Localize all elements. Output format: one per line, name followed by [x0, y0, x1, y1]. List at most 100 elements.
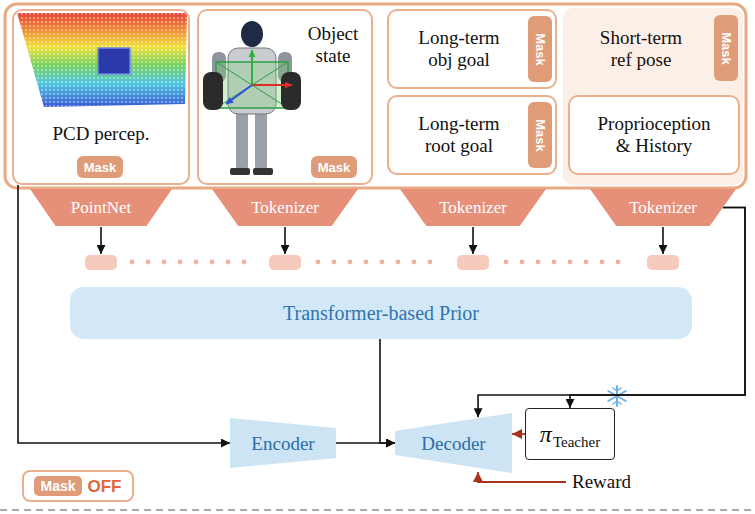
token-dots [130, 260, 621, 265]
pcd-box: PCD percep. Mask [12, 9, 190, 185]
robot-head [241, 21, 263, 47]
supervision-arrow [512, 433, 525, 435]
token-arrow [284, 227, 286, 254]
token [457, 255, 489, 270]
text-group: Tokenizer [629, 199, 697, 216]
token [85, 255, 117, 270]
text-group: Encoder [251, 434, 314, 453]
token-arrows [101, 227, 663, 254]
node-text: Mask [318, 161, 351, 174]
text-group: PCD percep. [52, 123, 149, 145]
node-text: Short-term ref pose [589, 27, 693, 72]
text-group: πTeacher [540, 422, 600, 446]
goal-box: Long-term root goal Mask [387, 95, 557, 175]
tokenizer-trapezoid: Tokenizer [400, 189, 546, 226]
node-text: Tokenizer [629, 199, 697, 216]
decoder-trapezoid: Decoder [395, 413, 512, 473]
reward-arrow [478, 472, 566, 482]
point-cloud-dots [17, 13, 187, 107]
token [269, 255, 301, 270]
point-cloud-surface [17, 13, 187, 107]
text-group: PointNet [71, 199, 131, 216]
node-text: π [540, 422, 552, 446]
robot-leg [236, 110, 248, 170]
text-group: MaskOFF [34, 476, 121, 496]
node-text: Decoder [421, 434, 485, 453]
ref-pose-band: Short-term ref pose Mask [566, 9, 742, 89]
point-cloud-object [98, 48, 130, 74]
node-text: Encoder [251, 434, 314, 453]
trapezoid-fill [230, 418, 336, 468]
teacher-policy-box: πTeacher [525, 408, 615, 460]
axis-x [252, 84, 292, 86]
mask-off-badge: MaskOFF [22, 470, 134, 502]
text-group: Tokenizer [439, 199, 507, 216]
node-text: Mask [534, 33, 547, 66]
mask-badge: Mask [528, 16, 552, 82]
data-flow-arrow [380, 339, 395, 443]
token-arrow [662, 227, 664, 254]
text-group: Long-term obj goal [407, 27, 511, 72]
node-text: PCD percep. [52, 123, 149, 145]
text-group: Transformer-based Prior [283, 303, 479, 323]
node-text: Tokenizer [251, 199, 319, 216]
axis-y [251, 50, 253, 85]
node-text: Long-term root goal [407, 113, 511, 158]
robot-illustration [203, 21, 301, 175]
node-text: Transformer-based Prior [283, 303, 479, 323]
text-group: Decoder [421, 434, 485, 453]
trapezoid-fill [212, 189, 358, 226]
transformer-prior-box: Transformer-based Prior [70, 287, 692, 339]
robot-foot [230, 168, 250, 175]
token-arrow [472, 227, 474, 254]
node-text: PointNet [71, 199, 131, 216]
reward-label: Reward [572, 471, 631, 493]
node-text: Proprioception & History [589, 113, 719, 158]
token-arrow [100, 227, 102, 254]
encoder-trapezoid: Encoder [230, 418, 336, 468]
text-group: Short-term ref pose [589, 27, 693, 72]
text-group: Mask [524, 129, 557, 142]
axis-z [226, 85, 252, 104]
mask-badge: Mask [77, 156, 123, 178]
section-divider [0, 509, 755, 511]
node-text: Object state [297, 23, 369, 68]
text-group: Object state [297, 23, 369, 68]
right-column-ground [563, 8, 743, 185]
snowflake-icon [608, 386, 625, 406]
text-group: Mask [710, 42, 743, 55]
node-text: OFF [88, 478, 122, 495]
node-text: Long-term obj goal [407, 27, 511, 72]
text-group: Mask [84, 161, 117, 174]
tokenizer-trapezoid: Tokenizer [590, 189, 736, 226]
mask-badge: Mask [311, 156, 357, 178]
trapezoid-fill [590, 189, 736, 226]
tokenizer-trapezoid: Tokenizer [212, 189, 358, 226]
point-cloud [17, 13, 187, 107]
pointnet-trapezoid: PointNet [30, 189, 172, 226]
tokens [85, 255, 679, 270]
trapezoid-fill [30, 189, 172, 226]
robot-hand [203, 72, 223, 110]
text-group: Proprioception & History [589, 113, 719, 158]
goal-box: Long-term obj goal Mask [387, 9, 557, 89]
token [647, 255, 679, 270]
text-group: Long-term root goal [407, 113, 511, 158]
robot-hand [281, 72, 301, 110]
robot-leg [255, 110, 267, 170]
trapezoid-fill [400, 189, 546, 226]
node-text: Mask [720, 32, 733, 65]
mask-badge: Mask [528, 102, 552, 168]
proprioception-box: Proprioception & History [568, 95, 740, 175]
node-text: Tokenizer [439, 199, 507, 216]
robot-foot [253, 168, 273, 175]
node-text: Teacher [553, 435, 600, 450]
node-text: Mask [534, 119, 547, 152]
node-text: Mask [84, 161, 117, 174]
object-state-box: Object stateMask [197, 9, 373, 185]
text-group: Mask [524, 43, 557, 56]
